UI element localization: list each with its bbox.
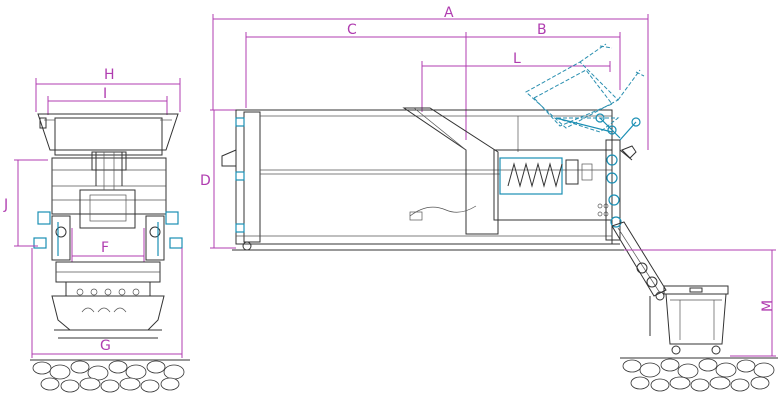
label-l: L (513, 51, 521, 67)
dimension-g: G (31, 248, 183, 358)
label-m: M (760, 300, 776, 312)
ground-left (30, 359, 190, 393)
dimension-i: I (47, 86, 168, 115)
label-h: H (104, 67, 115, 83)
waste-bin (663, 285, 729, 355)
dimension-j: J (3, 159, 48, 247)
dimension-h: H (35, 67, 181, 112)
side-hydraulics (33, 211, 183, 261)
dimension-m: M (624, 249, 776, 357)
spring-mechanism (493, 149, 613, 221)
label-f: F (101, 240, 109, 256)
label-g: G (100, 338, 111, 354)
dimension-a: A (212, 5, 649, 150)
side-view: A C B L D (200, 5, 778, 392)
label-j: J (3, 197, 8, 213)
label-i: I (103, 86, 107, 102)
label-d: D (200, 173, 211, 189)
dimension-d: D (200, 109, 236, 249)
dimension-b: B (465, 22, 621, 140)
lower-frame (51, 261, 165, 339)
front-body (51, 151, 167, 229)
hopper (37, 113, 179, 156)
front-view: H I (3, 67, 190, 393)
label-c: C (347, 22, 357, 38)
label-a: A (444, 5, 454, 21)
label-b: B (537, 22, 547, 38)
dimension-l: L (421, 51, 611, 112)
ground-right (620, 357, 778, 392)
lifter-arm (605, 139, 667, 336)
raised-bin-ghost (525, 43, 645, 141)
dimension-c: C (245, 22, 466, 108)
container-body (221, 107, 624, 251)
dimension-f: F (71, 228, 145, 262)
